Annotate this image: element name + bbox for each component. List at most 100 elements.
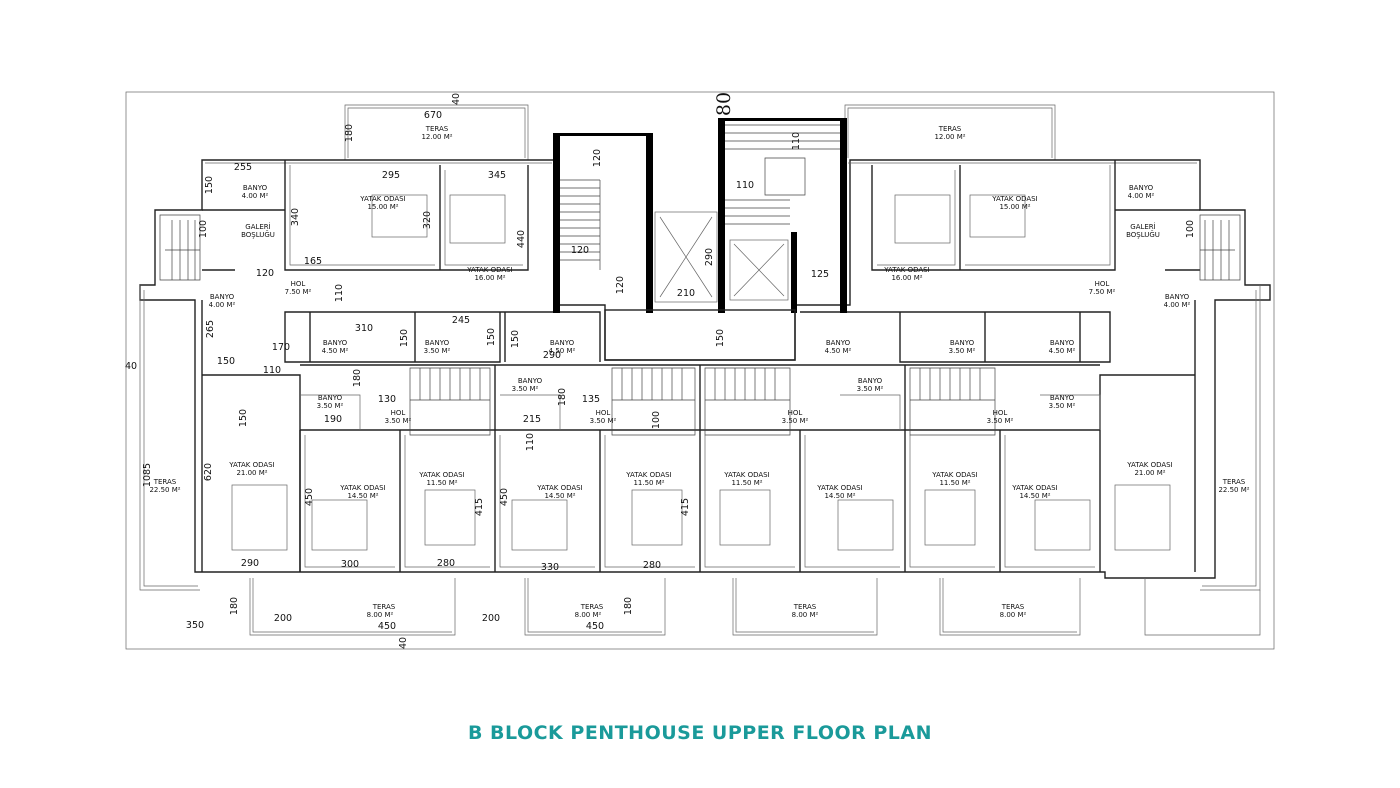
dimension: 200 [274, 613, 292, 624]
room-area: BOŞLUĞU [1126, 230, 1160, 239]
dimension: 1085 [142, 463, 153, 487]
dimension: 100 [651, 411, 662, 429]
dimension: 40 [451, 93, 462, 105]
room-area: 14.50 M² [824, 492, 855, 500]
room-area: 3.50 M² [782, 417, 809, 425]
room-area: 3.50 M² [987, 417, 1014, 425]
dimension: 180 [229, 597, 240, 615]
room-area: 16.00 M² [474, 274, 505, 282]
room-name: HOL [391, 409, 406, 417]
room-area: 21.00 M² [1134, 469, 1165, 477]
room-area: 4.00 M² [242, 192, 269, 200]
dimension: 180 [557, 388, 568, 406]
room-area: 3.50 M² [590, 417, 617, 425]
dimension: 180 [352, 369, 363, 387]
dimension: 180 [623, 597, 634, 615]
room-name: GALERİ [1130, 222, 1155, 231]
dimension: 130 [378, 394, 396, 405]
room-area: 4.50 M² [1049, 347, 1076, 355]
room-area: 14.50 M² [1019, 492, 1050, 500]
room-area: 11.50 M² [731, 479, 762, 487]
dimension: 245 [452, 315, 470, 326]
room-name: BANYO [243, 184, 268, 192]
room-name: YATAK ODASI [883, 266, 929, 274]
room-name: YATAK ODASI [228, 461, 274, 469]
room-name: GALERİ [245, 222, 270, 231]
dimension: 150 [238, 409, 249, 427]
room-area: 4.00 M² [209, 301, 236, 309]
room-name: YATAK ODASI [339, 484, 385, 492]
dimension: 265 [205, 320, 216, 338]
dimension: 150 [217, 356, 235, 367]
room-area: 14.50 M² [347, 492, 378, 500]
dimension: 100 [198, 220, 209, 238]
room-name: YATAK ODASI [418, 471, 464, 479]
dimension: 190 [324, 414, 342, 425]
room-name: BANYO [858, 377, 883, 385]
room-labels: TERAS 12.00 M² TERAS 12.00 M² BANYO 4.00… [149, 125, 1249, 619]
dimension: 210 [677, 288, 695, 299]
room-name: HOL [596, 409, 611, 417]
dimension: 290 [241, 558, 259, 569]
room-area: 16.00 M² [891, 274, 922, 282]
room-area: 22.50 M² [1218, 486, 1249, 494]
dimension: 300 [341, 559, 359, 570]
dimension: 40 [398, 637, 409, 649]
dimension: 120 [615, 276, 626, 294]
dimension: 150 [204, 176, 215, 194]
dimension: 150 [510, 330, 521, 348]
room-area: 8.00 M² [792, 611, 819, 619]
room-name: YATAK ODASI [1011, 484, 1057, 492]
dimension: 450 [586, 621, 604, 632]
dimension: 150 [399, 329, 410, 347]
room-name: BANYO [210, 293, 235, 301]
dimension: 415 [474, 498, 485, 516]
dimension: 125 [811, 269, 829, 280]
room-area: 3.50 M² [317, 402, 344, 410]
room-name: YATAK ODASI [816, 484, 862, 492]
dimension: 150 [486, 328, 497, 346]
dimension: 320 [422, 211, 433, 229]
corner-stairs [159, 214, 1241, 436]
dimension: 200 [482, 613, 500, 624]
core-stairwell [553, 118, 847, 361]
dimension: 670 [424, 110, 442, 121]
room-area: 3.50 M² [949, 347, 976, 355]
room-name: YATAK ODASI [536, 484, 582, 492]
room-area: 4.50 M² [825, 347, 852, 355]
furniture-beds [231, 194, 1171, 551]
room-name: BANYO [950, 339, 975, 347]
room-area: 14.50 M² [544, 492, 575, 500]
dimension: 80 [713, 92, 735, 116]
room-name: YATAK ODASI [466, 266, 512, 274]
room-name: HOL [788, 409, 803, 417]
room-area: 8.00 M² [575, 611, 602, 619]
plan-title: B BLOCK PENTHOUSE UPPER FLOOR PLAN [467, 722, 933, 744]
dimension: 415 [680, 498, 691, 516]
dimension: 110 [736, 180, 754, 191]
dimension: 100 [1185, 220, 1196, 238]
room-name: BANYO [318, 394, 343, 402]
room-name: YATAK ODASI [1126, 461, 1172, 469]
room-area: 21.00 M² [236, 469, 267, 477]
dimension: 450 [499, 488, 510, 506]
room-name: BANYO [826, 339, 851, 347]
outer-boundary [125, 91, 1275, 650]
room-name: BANYO [425, 339, 450, 347]
room-area: 12.00 M² [421, 133, 452, 141]
room-name: BANYO [1129, 184, 1154, 192]
room-area: 3.50 M² [385, 417, 412, 425]
dimension: 280 [643, 560, 661, 571]
room-area: 15.00 M² [367, 203, 398, 211]
room-area: 4.50 M² [322, 347, 349, 355]
room-name: YATAK ODASI [625, 471, 671, 479]
dimension: 440 [516, 230, 527, 248]
room-area: 12.00 M² [934, 133, 965, 141]
dimension: 295 [382, 170, 400, 181]
dimension: 215 [523, 414, 541, 425]
bottom-terraces [249, 578, 1261, 636]
room-name: BANYO [518, 377, 543, 385]
room-name: TERAS [1001, 603, 1025, 611]
dimension: 290 [704, 248, 715, 266]
room-area: 3.50 M² [1049, 402, 1076, 410]
